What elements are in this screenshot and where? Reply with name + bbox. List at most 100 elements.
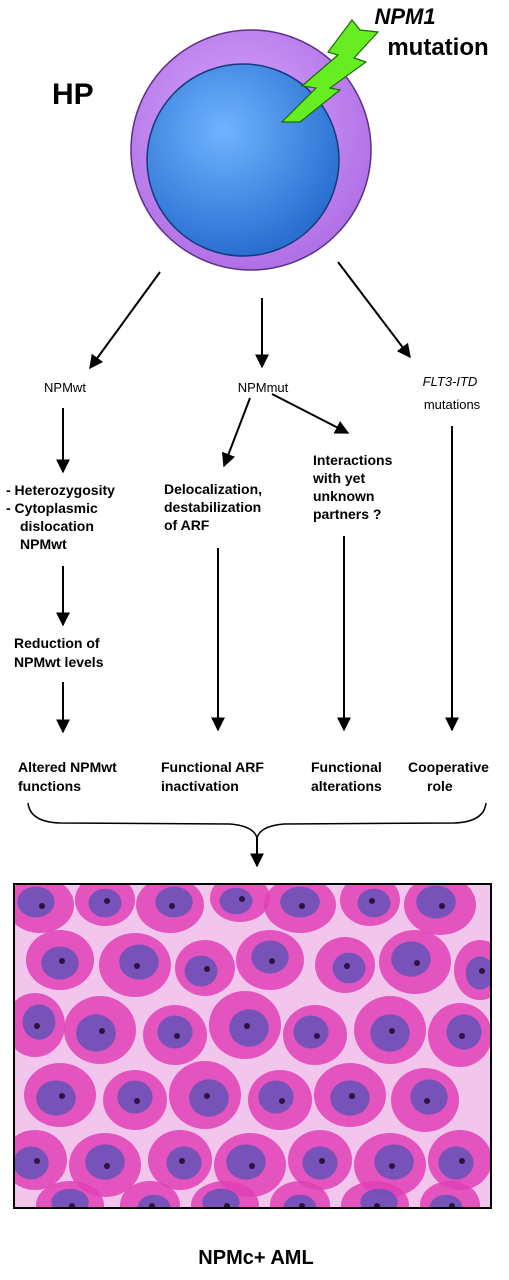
svg-text:Interactions: Interactions — [313, 452, 393, 468]
lightning-bolt-icon — [280, 19, 380, 123]
micrograph-nucleolus — [134, 963, 140, 969]
micrograph-nucleus — [14, 1146, 49, 1180]
outcome-cooperative-role: Cooperative role — [408, 759, 489, 794]
svg-text:unknown: unknown — [313, 488, 374, 504]
micrograph-nucleolus — [204, 1093, 210, 1099]
micrograph-nucleus — [85, 1144, 125, 1180]
micrograph-nucleolus — [314, 1033, 320, 1039]
micrograph-nucleus — [416, 885, 456, 919]
flt3-mutations-label: mutations — [424, 397, 481, 412]
micrograph-nucleolus — [479, 968, 485, 974]
micrograph-nucleolus — [34, 1158, 40, 1164]
flt3-gene-label: FLT3-ITD — [423, 374, 478, 389]
micrograph-nucleus — [374, 1144, 414, 1180]
micrograph-nucleus — [76, 1014, 116, 1052]
micrograph-nucleus — [22, 1004, 56, 1040]
micrograph-nucleolus — [459, 1158, 465, 1164]
svg-text:Functional: Functional — [311, 759, 382, 775]
micrograph-nucleolus — [224, 1203, 230, 1208]
micrograph-nucleolus — [369, 898, 375, 904]
npmwt-label: NPMwt — [44, 380, 86, 395]
micrograph-nucleolus — [134, 1098, 140, 1104]
micrograph-nucleus — [157, 1015, 193, 1049]
micrograph-nucleolus — [59, 958, 65, 964]
micrograph-nucleolus — [319, 1158, 325, 1164]
micrograph-nucleolus — [99, 1028, 105, 1034]
reduction-text: Reduction of NPMwt levels — [14, 635, 104, 670]
micrograph-nucleolus — [174, 1033, 180, 1039]
svg-text:destabilization: destabilization — [164, 499, 261, 515]
mutation-label: mutation — [387, 34, 488, 61]
micrograph-nucleus — [219, 887, 253, 915]
micrograph-nucleolus — [249, 1163, 255, 1169]
svg-text:dislocation: dislocation — [20, 518, 94, 534]
svg-text:Reduction of: Reduction of — [14, 635, 100, 651]
micrograph-nucleolus — [59, 1093, 65, 1099]
curly-brace — [27, 802, 487, 839]
arrow-to-npmwt — [89, 271, 161, 370]
micrograph-nucleolus — [424, 1098, 430, 1104]
micrograph-nucleus — [258, 1080, 294, 1114]
svg-text:alterations: alterations — [311, 778, 382, 794]
micrograph-nucleus — [410, 1079, 448, 1115]
outcome-functional-alterations: Functional alterations — [311, 759, 382, 794]
svg-text:partners ?: partners ? — [313, 506, 381, 522]
micrograph-nucleolus — [299, 1203, 305, 1208]
svg-text:functions: functions — [18, 778, 81, 794]
micrograph-nucleolus — [69, 1203, 75, 1208]
micrograph-nucleus — [438, 1146, 474, 1180]
svg-text:- Heterozygosity: - Heterozygosity — [6, 482, 115, 498]
svg-text:Altered NPMwt: Altered NPMwt — [18, 759, 117, 775]
outcome-altered-functions: Altered NPMwt functions — [18, 759, 117, 794]
arrow-npmmut-deloc — [221, 397, 251, 468]
micrograph-nucleolus — [34, 1023, 40, 1029]
arrow-to-flt3 — [337, 261, 411, 359]
micrograph-nucleolus — [149, 1203, 155, 1208]
aml-micrograph — [14, 884, 491, 1208]
svg-text:Functional ARF: Functional ARF — [161, 759, 264, 775]
npmmut-label: NPMmut — [238, 380, 289, 395]
npm1-gene-label: NPM1 — [374, 4, 435, 29]
micrograph-nucleus — [155, 886, 193, 918]
npmwt-effects-text: - Heterozygosity - Cytoplasmic dislocati… — [6, 482, 115, 552]
micrograph-nucleolus — [179, 1158, 185, 1164]
micrograph-nucleolus — [374, 1203, 380, 1208]
svg-text:inactivation: inactivation — [161, 778, 239, 794]
micrograph-nucleolus — [389, 1163, 395, 1169]
outcome-arf-inactivation: Functional ARF inactivation — [161, 759, 264, 794]
micrograph-nucleolus — [389, 1028, 395, 1034]
micrograph-nucleolus — [169, 903, 175, 909]
svg-text:with yet: with yet — [312, 470, 365, 486]
svg-text:Delocalization,: Delocalization, — [164, 481, 262, 497]
micrograph-nucleus — [51, 1188, 89, 1208]
micrograph-nucleolus — [239, 896, 245, 902]
micrograph-nucleus — [465, 956, 491, 990]
micrograph-nucleus — [391, 941, 431, 977]
micrograph-nucleolus — [344, 963, 350, 969]
svg-text:role: role — [427, 778, 453, 794]
svg-text:NPMwt levels: NPMwt levels — [14, 654, 104, 670]
micrograph-nucleolus — [39, 903, 45, 909]
micrograph-nucleolus — [439, 903, 445, 909]
micrograph-nucleus — [226, 1144, 266, 1180]
micrograph-nucleolus — [349, 1093, 355, 1099]
micrograph-nucleus — [17, 886, 55, 918]
micrograph-nucleolus — [204, 966, 210, 972]
aml-caption: NPMc+ AML — [198, 1247, 313, 1269]
micrograph-nucleus — [119, 944, 159, 980]
micrograph-nucleolus — [269, 958, 275, 964]
micrograph-nucleus — [202, 1188, 240, 1208]
micrograph-nucleus — [280, 886, 320, 918]
micrograph-nucleolus — [279, 1098, 285, 1104]
delocalization-text: Delocalization, destabilization of ARF — [164, 481, 262, 533]
micrograph-nucleolus — [104, 898, 110, 904]
micrograph-nucleus — [184, 955, 218, 987]
interactions-text: Interactions with yet unknown partners ? — [312, 452, 393, 522]
micrograph-nucleolus — [244, 1023, 250, 1029]
svg-text:- Cytoplasmic: - Cytoplasmic — [6, 500, 98, 516]
micrograph-nucleolus — [104, 1163, 110, 1169]
micrograph-cell — [270, 1181, 330, 1208]
svg-text:Cooperative: Cooperative — [408, 759, 489, 775]
micrograph-nucleus — [293, 1015, 329, 1049]
